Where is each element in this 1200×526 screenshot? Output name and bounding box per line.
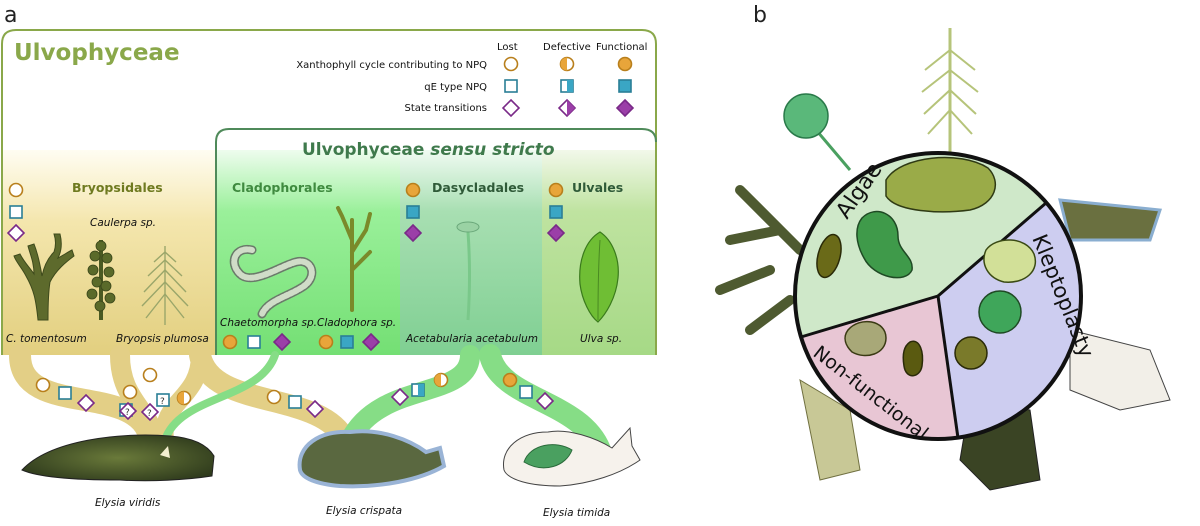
legend-col-functional: Functional bbox=[596, 42, 647, 53]
slug-timida-illustration bbox=[503, 426, 641, 487]
legend-st-lost bbox=[501, 98, 521, 118]
panel-label-b: b bbox=[753, 3, 767, 28]
group-bryopsidales: Bryopsidales bbox=[72, 180, 163, 195]
slug-timida-label: Elysia timida bbox=[543, 507, 610, 519]
dasycladales-band bbox=[400, 150, 542, 355]
legend-col-lost: Lost bbox=[497, 42, 518, 53]
dasy-st-functional bbox=[403, 223, 423, 243]
species-ulva: Ulva sp. bbox=[580, 333, 622, 345]
ulvophyceae-frame bbox=[1, 29, 657, 355]
unknown-mark-3: ? bbox=[160, 397, 165, 407]
legend-st-functional bbox=[615, 98, 635, 118]
ulva-illustration bbox=[579, 231, 619, 323]
chaetomorpha-illustration bbox=[229, 244, 317, 319]
bryopsidales-band bbox=[2, 150, 216, 355]
legend-xc-functional bbox=[617, 56, 633, 72]
unknown-mark-2: ? bbox=[147, 409, 152, 419]
species-codium: C. tomentosum bbox=[6, 333, 87, 345]
ulva-qe-functional bbox=[549, 205, 563, 219]
species-chaetomorpha: Chaetomorpha sp. bbox=[220, 317, 317, 329]
legend-row-qe: qE type NPQ bbox=[424, 82, 487, 93]
legend-qe-functional bbox=[618, 79, 632, 93]
group-ulvales: Ulvales bbox=[572, 180, 623, 195]
group-cladophorales: Cladophorales bbox=[232, 180, 333, 195]
species-bryopsis: Bryopsis plumosa bbox=[116, 333, 209, 345]
main-title: Ulvophyceae bbox=[14, 40, 180, 66]
panel-b-decorations bbox=[715, 28, 1171, 491]
cladophora-illustration bbox=[336, 206, 372, 312]
group-dasycladales: Dasycladales bbox=[432, 180, 524, 195]
dasy-qe-functional bbox=[406, 205, 420, 219]
bryo-xc-lost bbox=[8, 182, 24, 198]
legend-row-xanthophyll: Xanthophyll cycle contributing to NPQ bbox=[296, 60, 487, 71]
dasy-xc-functional bbox=[405, 182, 421, 198]
cladophora-symbols bbox=[318, 332, 381, 352]
panel-label-a: a bbox=[4, 3, 17, 28]
legend-col-defective: Defective bbox=[543, 42, 591, 53]
sensu-stricto-frame bbox=[215, 128, 657, 355]
ulva-st-functional bbox=[546, 223, 566, 243]
species-caulerpa: Caulerpa sp. bbox=[90, 217, 156, 229]
legend-xc-defective bbox=[559, 56, 575, 72]
unknown-mark-1: ? bbox=[125, 408, 130, 418]
acetabularia-illustration bbox=[456, 221, 480, 321]
legend-st-defective bbox=[557, 98, 577, 118]
ancestry-tubes bbox=[9, 344, 611, 461]
sub-title-main: Ulvophyceae bbox=[302, 140, 430, 160]
species-acetabularia: Acetabularia acetabulum bbox=[405, 333, 538, 345]
codium-illustration bbox=[13, 233, 75, 321]
tube-symbols: ? ? ? bbox=[35, 367, 555, 422]
bryo-st-lost bbox=[6, 223, 26, 243]
bryo-qe-lost bbox=[9, 205, 23, 219]
legend-qe-lost bbox=[504, 79, 518, 93]
slug-viridis-illustration bbox=[21, 434, 215, 482]
species-cladophora: Cladophora sp. bbox=[317, 317, 396, 329]
caulerpa-illustration bbox=[86, 240, 116, 320]
legend-xc-lost bbox=[503, 56, 519, 72]
sub-title-italic: sensu stricto bbox=[430, 140, 555, 160]
slug-crispata-label: Elysia crispata bbox=[326, 505, 402, 517]
ulva-xc-functional bbox=[548, 182, 564, 198]
legend: Lost Defective Functional Xanthophyll cy… bbox=[296, 42, 647, 118]
chaetomorpha-symbols bbox=[222, 332, 292, 352]
chloroplast-blobs bbox=[816, 156, 1037, 377]
defective-circle-crossing bbox=[176, 390, 192, 406]
legend-row-state: State transitions bbox=[405, 103, 488, 114]
sector-nonfunctional bbox=[801, 296, 958, 440]
bryopsis-illustration bbox=[141, 246, 189, 325]
legend-qe-defective bbox=[560, 79, 574, 93]
sub-title: Ulvophyceae sensu stricto bbox=[302, 140, 555, 160]
slug-viridis-label: Elysia viridis bbox=[95, 497, 161, 509]
slug-crispata-illustration bbox=[297, 429, 447, 489]
